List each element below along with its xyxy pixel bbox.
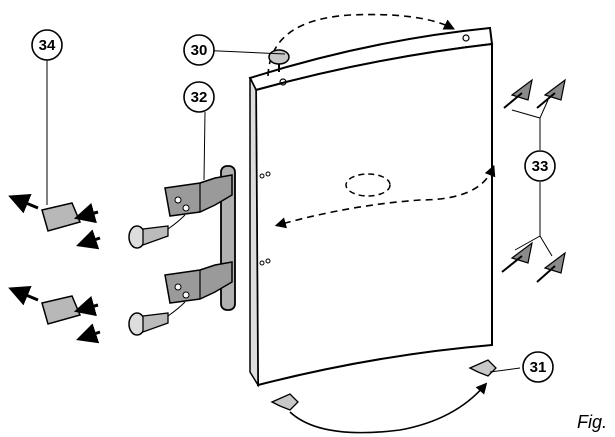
handle-screw-holes [259,171,271,266]
rotation-arrows [267,13,496,434]
figure-caption: Fig. [577,412,608,432]
plug-top-right [536,78,566,109]
callout-30: 30 [183,34,215,66]
cover-cap-upper [8,193,101,250]
door-panel [248,26,494,388]
hinge-part-left [270,393,299,411]
screw-upper [128,214,186,249]
callout-34: 34 [31,29,63,205]
top-swap-arrow [267,13,456,77]
callout-32: 32 [183,81,215,181]
plug-top-left [503,78,533,109]
plug-bottom-right [536,251,566,283]
callout-31: 31 [522,351,554,383]
svg-text:32: 32 [191,89,208,106]
callout-33: 33 [524,150,556,182]
svg-text:31: 31 [530,359,547,376]
bottom-swap-arrow [289,382,488,434]
hole-plugs [501,78,566,283]
bottom-hinge-parts [270,359,521,411]
svg-text:34: 34 [39,37,56,54]
plug-bottom-left [501,241,533,273]
cover-caps [8,193,101,344]
handle-screws [128,214,186,336]
svg-text:33: 33 [532,158,549,175]
middle-rotation-arrow [274,164,496,229]
hinge-part-right [468,359,521,377]
svg-text:30: 30 [191,42,208,59]
cover-cap-lower [8,285,101,344]
screw-lower [128,301,186,336]
door-handle [164,165,236,311]
